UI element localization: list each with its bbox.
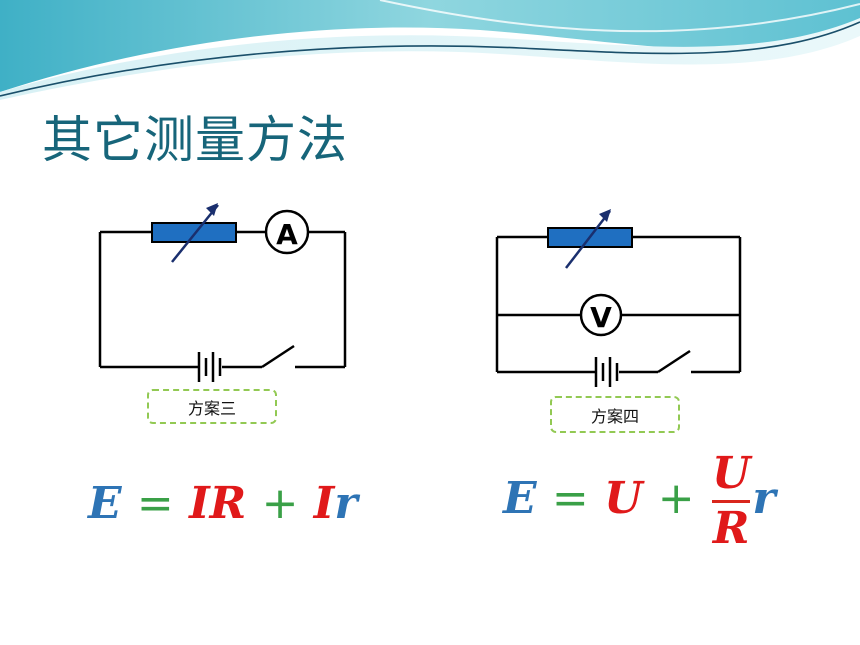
eq4-fraction-bar <box>711 500 751 503</box>
equation-4: E = U + U R r <box>503 452 776 551</box>
rheostat-3 <box>151 222 237 243</box>
ammeter-symbol: A <box>276 218 298 251</box>
eq4-equals: = <box>551 473 589 524</box>
eq4-plus: + <box>657 473 695 524</box>
eq4-denominator: R <box>712 503 750 554</box>
switch-4 <box>657 349 691 374</box>
eq3-I: I <box>189 478 210 529</box>
eq3-R: R <box>209 478 247 529</box>
voltmeter-4 <box>579 293 623 337</box>
switch-3 <box>261 344 295 369</box>
eq3-I2: I <box>313 478 335 529</box>
circuit-label-3: 方案三 <box>147 389 277 424</box>
circuit-label-4: 方案四 <box>550 396 680 433</box>
header-wave-decoration <box>0 0 860 100</box>
eq4-fraction: U R <box>711 448 751 554</box>
page-title: 其它测量方法 <box>42 111 348 169</box>
eq3-E: E <box>88 478 122 529</box>
equation-3: E = IR + Ir <box>88 478 358 529</box>
eq3-equals: = <box>136 478 174 529</box>
eq4-E: E <box>503 473 537 524</box>
eq4-U: U <box>604 473 643 524</box>
eq4-r: r <box>752 473 776 524</box>
eq3-plus: + <box>261 478 299 529</box>
ammeter-3 <box>264 209 310 255</box>
eq4-numerator: U <box>711 448 751 499</box>
eq3-r: r <box>334 478 358 529</box>
voltmeter-symbol: V <box>590 301 612 334</box>
